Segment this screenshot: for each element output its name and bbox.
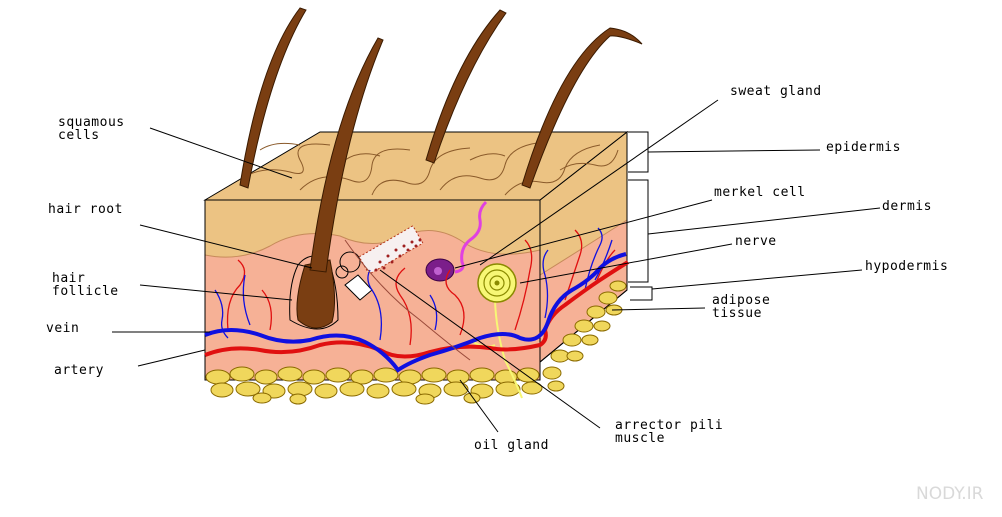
label-sweat-gland: sweat gland [730, 84, 822, 99]
label-hair-root: hair root [48, 202, 123, 217]
layer-brackets [628, 131, 653, 301]
hair-follicle [289, 255, 339, 330]
label-nerve: nerve [735, 234, 777, 249]
hair-shafts [239, 7, 643, 273]
vein [204, 252, 627, 373]
label-dermis: dermis [882, 199, 932, 214]
leader-lines [112, 99, 881, 433]
watermark: NODY.IR [916, 484, 984, 504]
capillaries [226, 229, 616, 346]
arrector-pili-strand [344, 239, 471, 361]
label-artery: artery [54, 363, 104, 378]
venules [214, 227, 613, 341]
nerve-corpuscle [477, 263, 517, 303]
epidermis-front [205, 200, 540, 258]
squamous-cell-outlines [239, 141, 619, 196]
adipose-fat-cells [205, 280, 627, 405]
label-vein: vein [46, 321, 79, 336]
label-hypodermis: hypodermis [865, 259, 948, 274]
label-epidermis: epidermis [826, 140, 901, 155]
label-merkel-cell: merkel cell [714, 185, 806, 200]
oil-gland [335, 225, 424, 301]
artery [204, 260, 630, 359]
label-oil-gland: oil gland [474, 438, 549, 453]
